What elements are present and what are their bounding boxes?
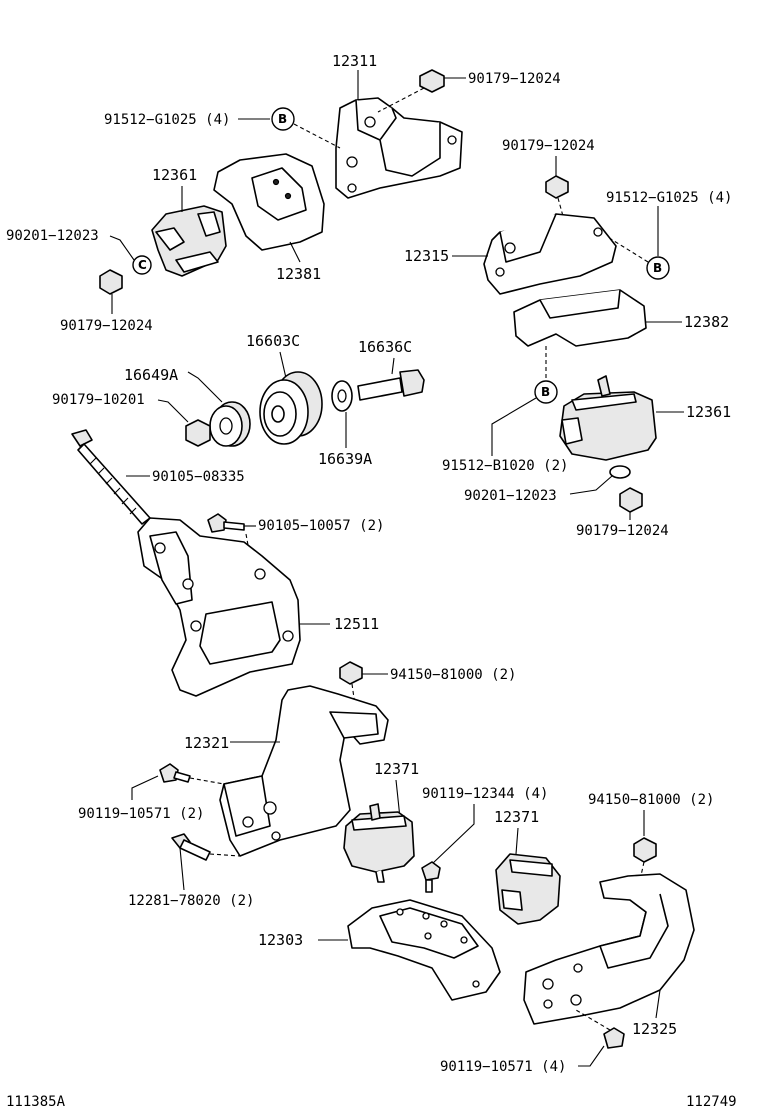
label-12281-78020: 12281−78020 (2) bbox=[128, 893, 254, 909]
label-12361-a: 12361 bbox=[152, 166, 197, 184]
label-16639a: 16639A bbox=[318, 450, 372, 468]
part-12371-insulator-right bbox=[495, 853, 561, 925]
bubble-c bbox=[132, 255, 152, 275]
label-90201-12023-a: 90201−12023 bbox=[6, 228, 99, 244]
label-16649a: 16649A bbox=[124, 366, 178, 384]
pin-12281-78020 bbox=[171, 833, 211, 861]
nut-90179-12024-lower-right bbox=[619, 487, 643, 513]
part-16603c-pulley bbox=[259, 371, 323, 445]
label-12311: 12311 bbox=[332, 52, 377, 70]
part-12361-insulator-upper bbox=[151, 205, 227, 277]
svg-text:C: C bbox=[138, 258, 147, 272]
label-90179-12024-d: 90179−12024 bbox=[576, 523, 669, 539]
label-12303: 12303 bbox=[258, 931, 303, 949]
label-91512-g1025-a: 91512−G1025 (4) bbox=[104, 112, 230, 128]
label-91512-g1025-b: 91512−G1025 (4) bbox=[606, 190, 732, 206]
washer-90201-12023-right bbox=[609, 465, 631, 479]
label-90179-12024-c: 90179−12024 bbox=[502, 138, 595, 154]
label-90119-12344: 90119−12344 (4) bbox=[422, 786, 548, 802]
part-90105-08335-bolt bbox=[71, 429, 151, 525]
label-90201-12023-b: 90201−12023 bbox=[464, 488, 557, 504]
part-16639a-washer bbox=[331, 380, 353, 412]
label-94150-81000-a: 94150−81000 (2) bbox=[390, 667, 516, 683]
bolt-90119-10571-left bbox=[159, 763, 191, 783]
nut-90179-12024-right bbox=[545, 175, 569, 199]
svg-text:B: B bbox=[653, 261, 662, 275]
part-12361-insulator-right bbox=[559, 375, 657, 461]
label-16636c: 16636C bbox=[358, 338, 412, 356]
bolt-90119-12344 bbox=[421, 861, 441, 893]
label-91512-b1020: 91512−B1020 (2) bbox=[442, 458, 568, 474]
label-90179-12024-a: 90179−12024 bbox=[468, 71, 561, 87]
label-90119-10571-a: 90119−10571 (2) bbox=[78, 806, 204, 822]
label-12371-a: 12371 bbox=[374, 760, 419, 778]
part-12382-pad bbox=[513, 289, 647, 347]
part-12371-insulator-center bbox=[343, 803, 415, 883]
footer-left-code: 111385A bbox=[6, 1094, 66, 1110]
label-16603c: 16603C bbox=[246, 332, 300, 350]
label-12321: 12321 bbox=[184, 734, 229, 752]
bubble-b-2 bbox=[646, 256, 670, 280]
part-12315-bracket bbox=[483, 213, 617, 295]
nut-94150-81000-a bbox=[339, 661, 363, 685]
nut-90179-12024-top bbox=[419, 69, 445, 93]
label-12511: 12511 bbox=[334, 615, 379, 633]
part-12311-bracket bbox=[335, 97, 463, 199]
part-12303-plate bbox=[347, 899, 501, 1001]
bolt-90119-10571-bottom bbox=[603, 1027, 625, 1049]
part-12325-bracket bbox=[523, 873, 695, 1025]
part-16649a-spacer bbox=[209, 401, 251, 447]
label-90119-10571-b: 90119−10571 (4) bbox=[440, 1059, 566, 1075]
label-90179-12024-b: 90179−12024 bbox=[60, 318, 153, 334]
label-12325: 12325 bbox=[632, 1020, 677, 1038]
nut-90179-12024-left bbox=[99, 269, 123, 295]
part-12321-bracket bbox=[219, 685, 389, 857]
bubble-b-3 bbox=[534, 380, 558, 404]
label-94150-81000-b: 94150−81000 (2) bbox=[588, 792, 714, 808]
footer-right-code: 112749 bbox=[686, 1094, 737, 1110]
part-16636c-bolt bbox=[357, 369, 425, 401]
label-12361-b: 12361 bbox=[686, 403, 731, 421]
label-12381: 12381 bbox=[276, 265, 321, 283]
svg-text:B: B bbox=[541, 385, 550, 399]
bubble-b-1 bbox=[271, 107, 295, 131]
label-90179-10201: 90179−10201 bbox=[52, 392, 145, 408]
label-90105-08335: 90105−08335 bbox=[152, 469, 245, 485]
nut-90179-10201 bbox=[185, 419, 211, 447]
part-12381-pad bbox=[213, 153, 325, 251]
part-12511-bracket bbox=[137, 517, 301, 697]
svg-text:B: B bbox=[278, 112, 287, 126]
nut-94150-81000-b bbox=[633, 837, 657, 863]
label-12371-b: 12371 bbox=[494, 808, 539, 826]
label-90105-10057: 90105−10057 (2) bbox=[258, 518, 384, 534]
bolt-90105-10057 bbox=[207, 513, 245, 533]
label-12315: 12315 bbox=[404, 247, 449, 265]
label-12382: 12382 bbox=[684, 313, 729, 331]
